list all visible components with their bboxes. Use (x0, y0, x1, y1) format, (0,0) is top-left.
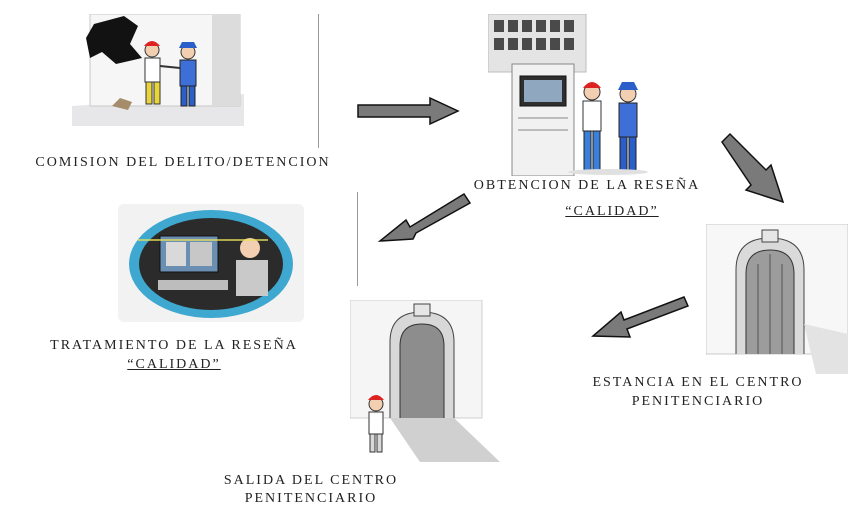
divider-line-upper (318, 14, 319, 148)
record-quality: “CALIDAD” (565, 204, 659, 219)
processing-label: TRATAMIENTO DE LA RESEÑA (50, 338, 298, 353)
release-line1: SALIDA DEL CENTRO (223, 473, 399, 488)
processing-quality: “CALIDAD” (127, 357, 221, 372)
prison-stay-line2: PENITENCIARIO (631, 394, 765, 409)
arrow-arrest-to-record (357, 96, 460, 126)
divider-line-middle (357, 192, 358, 286)
release-line2: PENITENCIARIO (244, 491, 378, 506)
arrow-prison-stay-to-release (591, 296, 690, 338)
prison-stay-line1: ESTANCIA EN EL CENTRO (592, 375, 804, 390)
prison-stay-illustration (706, 224, 848, 374)
arrow-record-to-prison-stay (721, 132, 785, 204)
arrest-label: COMISION DEL DELITO/DETENCION (35, 155, 331, 170)
arrest-illustration (72, 14, 244, 126)
arrow-record-to-processing (377, 192, 472, 242)
release-illustration (350, 300, 500, 462)
record-label: OBTENCION DE LA RESEÑA (473, 178, 701, 193)
record-illustration (488, 14, 648, 176)
processing-illustration (118, 204, 304, 322)
